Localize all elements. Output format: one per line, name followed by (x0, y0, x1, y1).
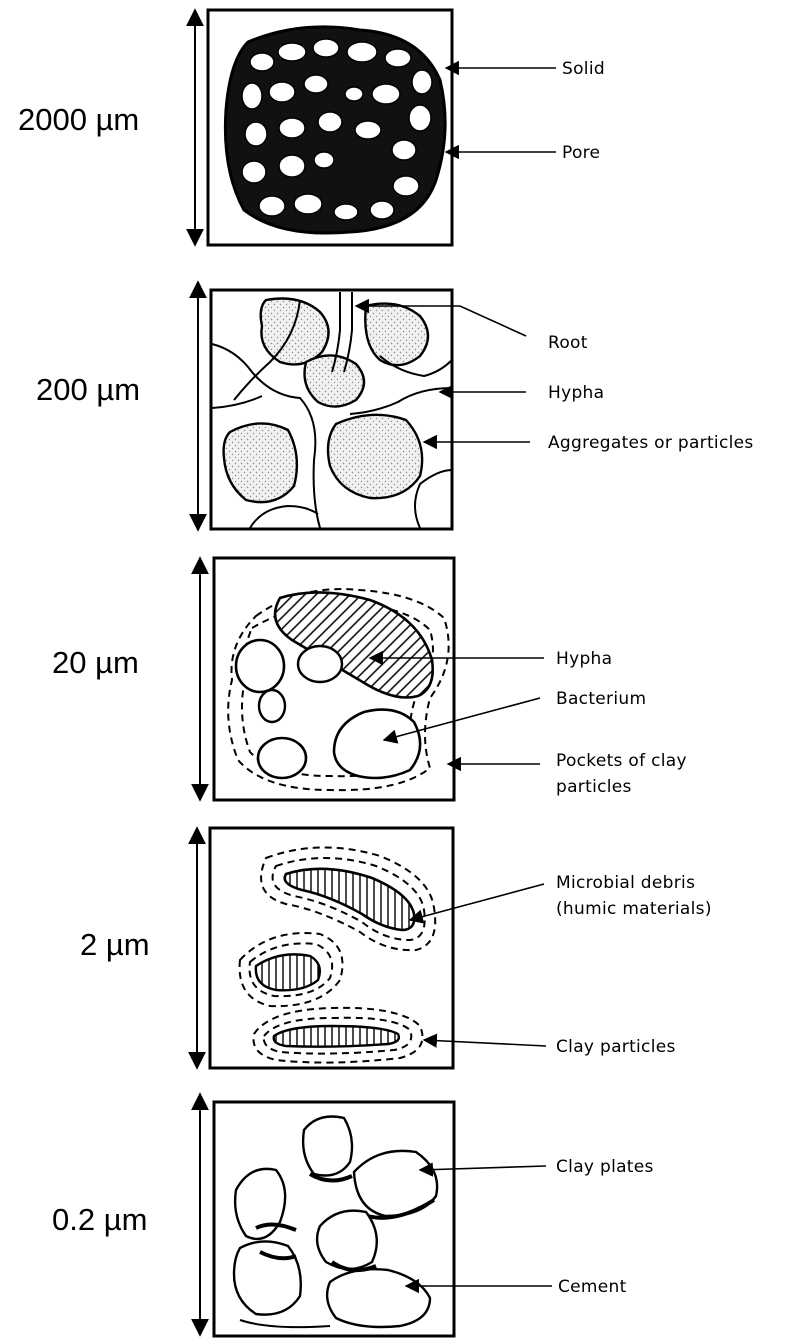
label-bacterium: Bacterium (556, 689, 646, 709)
scale-label: 2 µm (80, 927, 150, 962)
level-0-2um: 0.2 µm Clay plates Cement (52, 1094, 654, 1336)
label-root: Root (548, 333, 588, 353)
label-clay-pockets-line2: particles (556, 777, 632, 797)
label-aggregates: Aggregates or particles (548, 433, 754, 453)
label-clay-pockets: Pockets of clay (556, 751, 687, 771)
label-cement: Cement (558, 1277, 627, 1297)
level-2um: 2 µm Microbial debris (humic materials) … (80, 828, 712, 1068)
label-pore: Pore (562, 143, 600, 163)
scale-label: 0.2 µm (52, 1202, 147, 1237)
label-hypha: Hypha (556, 649, 612, 669)
level-200um: 200 µm Root Hypha Aggregates or particle… (36, 282, 754, 530)
aggregate-illustration (225, 27, 445, 233)
label-solid: Solid (562, 59, 605, 79)
label-clay-particles: Clay particles (556, 1037, 676, 1057)
label-clay-plates: Clay plates (556, 1157, 654, 1177)
level-20um: 20 µm Hypha Bacterium Pockets of clay pa… (52, 558, 687, 800)
label-microbial-debris: Microbial debris (556, 873, 695, 893)
scale-label: 200 µm (36, 372, 140, 407)
scale-label: 2000 µm (18, 102, 139, 137)
label-hypha: Hypha (548, 383, 604, 403)
label-humic-materials: (humic materials) (556, 899, 712, 919)
scale-label: 20 µm (52, 645, 139, 680)
level-2000um: 2000 µm (18, 10, 605, 245)
